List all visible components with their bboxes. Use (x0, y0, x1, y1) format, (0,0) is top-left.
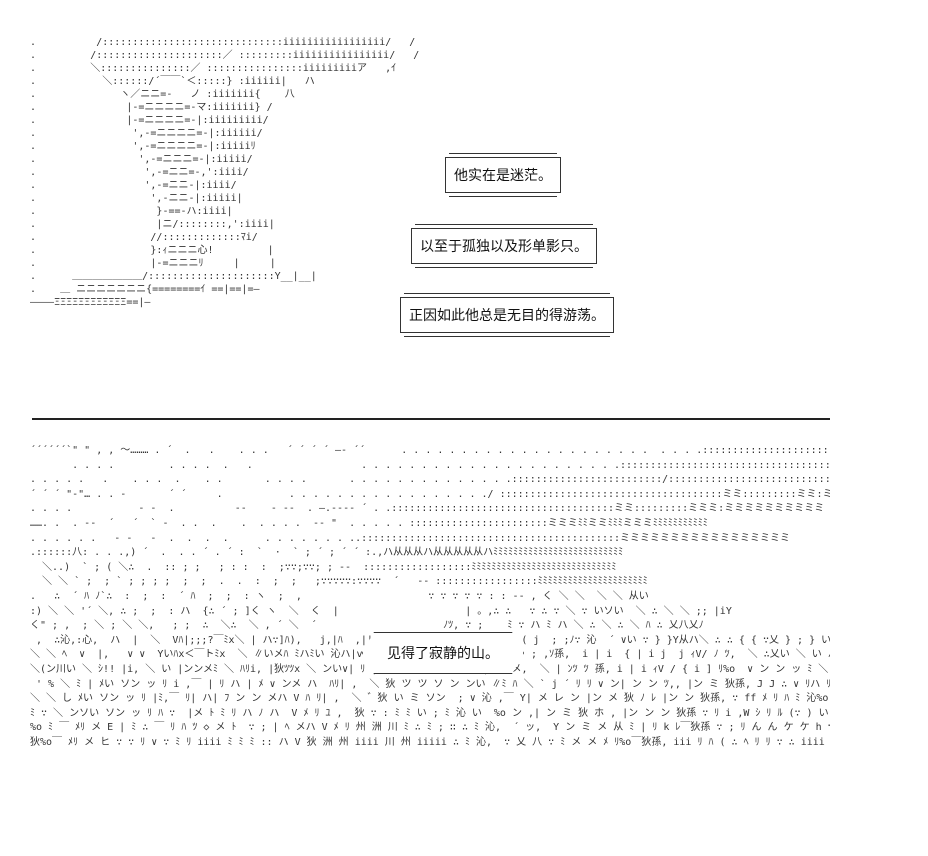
caption-text-3: 正因如此他总是无目的得游荡。 (409, 308, 605, 324)
horizon-divider (32, 418, 830, 420)
landscape-ascii-art: ´´´´´´`" " , , ～……… . ´ . . . . . ´ ´ ´ … (30, 445, 830, 748)
caption-box-3: 正因如此他总是无目的得游荡。 (400, 293, 614, 337)
caption-box-4: 见得了寂静的山。 (362, 632, 524, 674)
caption-box-2: 以至于孤独以及形单影只。 (411, 224, 597, 268)
caption-text-1: 他实在是迷茫。 (454, 168, 552, 184)
caption-text-2: 以至于孤独以及形单影只。 (420, 239, 588, 255)
tornado-ascii-art: . /::::::::::::::::::::::::::::::iiiiiii… (30, 37, 420, 308)
caption-text-4: 见得了寂静的山。 (387, 646, 499, 662)
caption-box-1: 他实在是迷茫。 (445, 153, 561, 197)
